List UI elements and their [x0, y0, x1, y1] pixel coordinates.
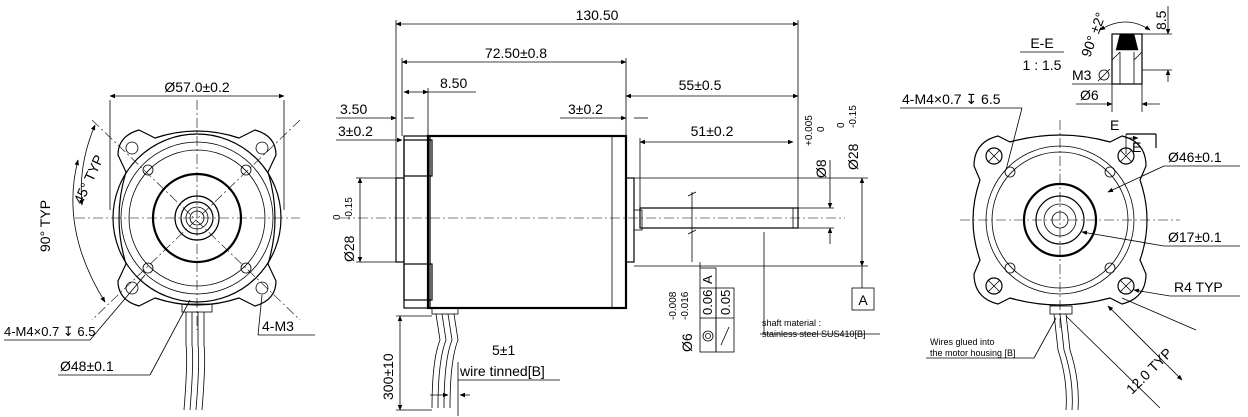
- shaft-material-line1: shaft material :: [762, 318, 821, 328]
- dim-pilot-right-lower: -0.15: [848, 105, 859, 128]
- front-bolt-circle: Ø48±0.1: [60, 358, 114, 374]
- dim-total-length: 130.50: [576, 7, 619, 23]
- rear-dia-17: Ø17±0.1: [1168, 229, 1222, 245]
- dim-pilot-right: Ø28: [845, 143, 861, 170]
- tol-dia-lower: -0.016: [680, 291, 691, 320]
- dim-shaft-tol-upper: +0.005: [804, 115, 815, 146]
- rear-dia-46: Ø46±0.1: [1168, 149, 1222, 165]
- tol-dia: Ø6: [679, 333, 695, 352]
- shaft-material-line2: stainless steel SUS410[B]: [762, 329, 866, 339]
- front-mount-holes: 4-M3: [262, 318, 294, 334]
- cylindricity-symbol: [702, 330, 714, 342]
- tol-runout-value: 0.05: [718, 290, 733, 315]
- rear-dim-12: 12.0 TYP: [1123, 345, 1175, 397]
- front-holes-label: 4-M4×0.7 ↧ 6.5: [4, 324, 95, 339]
- tol-dia-upper: -0.008: [668, 291, 679, 320]
- section-mark-e1: E: [1110, 117, 1119, 133]
- dim-pilot-left-lower: -0.15: [344, 197, 355, 220]
- dim-lead-length: 300±10: [380, 353, 396, 400]
- tolerance-block: A 0.06 0.05 Ø6 -0.008 -0.016: [668, 262, 735, 353]
- dim-pilot-left: Ø28: [341, 235, 357, 262]
- dim-shaft-55: 55±0.5: [679, 77, 722, 93]
- rear-holes-label: 4-M4×0.7 ↧ 6.5: [902, 91, 1001, 107]
- rear-view: 4-M4×0.7 ↧ 6.5 Ø46±0.1 Ø17±0.1 R4 TYP 12…: [900, 91, 1240, 411]
- front-angle-90: 90° TYP: [37, 200, 53, 252]
- dim-flange-3: 3±0.2: [338, 123, 373, 139]
- dim-pilot-right-upper: 0: [836, 122, 847, 128]
- dim-pilot-left-upper: 0: [332, 214, 343, 220]
- wires-note-line2: the motor housing [B]: [930, 348, 1016, 358]
- dim-boss-3: 3±0.2: [568, 101, 603, 117]
- section-thread: M3: [1072, 67, 1092, 83]
- tol-datum: A: [700, 275, 715, 284]
- dim-3-50: 3.50: [340, 101, 367, 117]
- dim-8-50: 8.50: [440, 75, 467, 91]
- front-view: Ø57.0±0.2 90° TYP 45° TYP 4-M4×0.7 ↧ 6.5…: [4, 79, 315, 411]
- section-angle: 90° ±2°: [1078, 10, 1109, 59]
- section-depth: 8.5: [1153, 10, 1169, 30]
- wire-tinned-note: wire tinned[B]: [459, 363, 545, 379]
- datum-a-label: A: [858, 292, 868, 308]
- section-scale: 1 : 1.5: [1023, 57, 1062, 73]
- front-angle-45: 45° TYP: [70, 152, 106, 206]
- dim-body-length: 72.50±0.8: [485, 45, 547, 61]
- runout-symbol: [720, 326, 730, 346]
- section-dia: Ø6: [1080, 87, 1099, 103]
- section-view: E-E 1 : 1.5 90° ±2° 8.5 M3 Ø6: [1020, 6, 1172, 112]
- dim-shaft-dia: Ø8: [813, 159, 829, 178]
- wires-note-line1: Wires glued into: [930, 337, 995, 347]
- front-outer-dia: Ø57.0±0.2: [164, 79, 229, 95]
- tol-cyl-value: 0.06: [700, 290, 715, 315]
- section-mark-e2: E: [1132, 139, 1141, 155]
- section-title: E-E: [1030, 35, 1053, 51]
- dim-shaft-51: 51±0.2: [691, 123, 734, 139]
- dim-wire-tin: 5±1: [492, 342, 515, 358]
- rear-radius: R4 TYP: [1174, 279, 1223, 295]
- dim-shaft-tol-lower: 0: [816, 126, 827, 132]
- side-view: 130.50 72.50±0.8 8.50 3.50 3±0.2 3±0.2 5…: [332, 7, 880, 416]
